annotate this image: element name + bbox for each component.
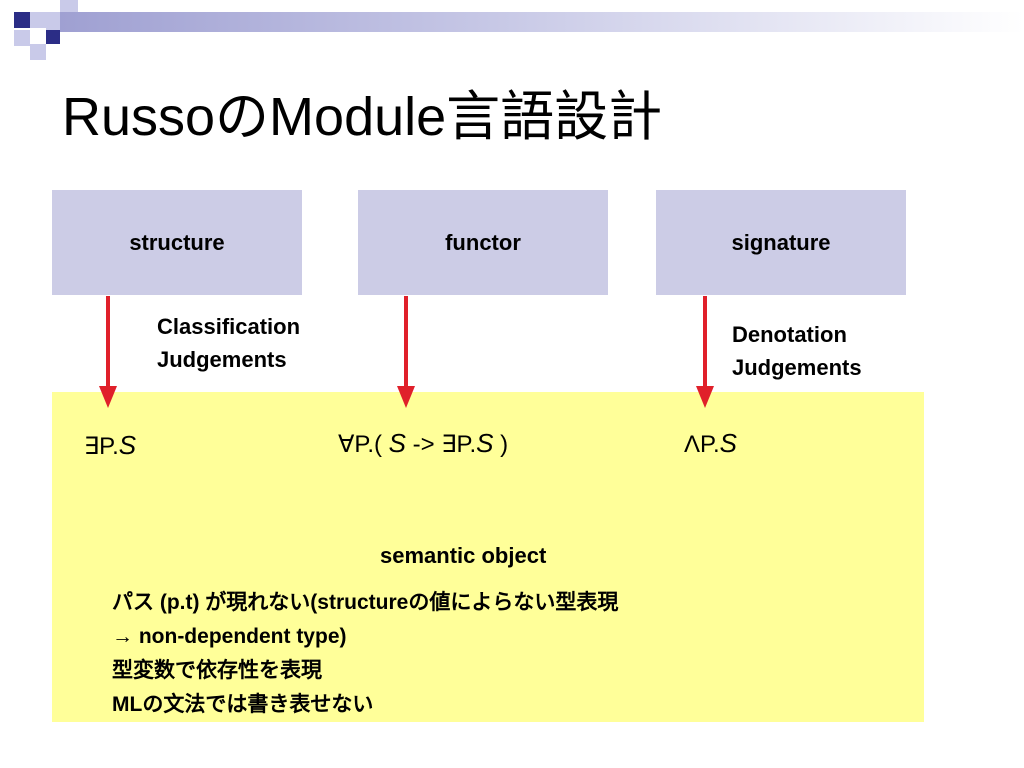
semantic-object-panel	[52, 392, 924, 722]
note-line-3: 型変数で依存性を表現	[112, 659, 322, 682]
functor-formula-mid: -> ∃P.	[406, 431, 477, 458]
corner-square-navy-1	[14, 12, 30, 28]
signature-formula: ΛP.S	[684, 428, 737, 459]
corner-square-navy-2	[46, 30, 60, 44]
classification-judgements-label: Classification Judgements	[157, 310, 300, 376]
classification-line1: Classification	[157, 314, 301, 339]
corner-square-lavender-4	[46, 12, 60, 30]
note-line-4: MLの文法では書き表せない	[112, 693, 374, 716]
corner-square-lavender-5	[30, 44, 46, 60]
functor-formula-prefix: ∀P.(	[338, 431, 382, 458]
denotation-line1: Denotation	[732, 322, 847, 347]
corner-square-lavender-2	[60, 0, 78, 12]
structure-formula: ∃P.S	[84, 430, 136, 461]
functor-formula-suffix: )	[493, 431, 509, 458]
signature-formula-prefix: ΛP.	[684, 431, 720, 458]
signature-box: signature	[656, 190, 906, 295]
header-bar	[60, 12, 1024, 32]
denotation-judgements-label: Denotation Judgements	[732, 318, 862, 384]
structure-box: structure	[52, 190, 302, 295]
signature-box-label: signature	[731, 229, 831, 255]
semantic-object-title: semantic object	[380, 543, 547, 568]
functor-box: functor	[358, 190, 608, 295]
functor-formula-var1: S	[388, 428, 407, 458]
corner-square-lavender-1	[30, 12, 46, 28]
semantic-object-notes: パス (p.t) が現れない(structureの値によらない型表現 → non…	[112, 586, 618, 722]
corner-square-lavender-3	[14, 30, 30, 46]
signature-formula-var: S	[719, 428, 737, 458]
denotation-line2: Judgements	[732, 355, 862, 380]
functor-box-label: functor	[445, 229, 521, 255]
functor-formula-var2: S	[476, 428, 494, 458]
note-line-1: パス (p.t) が現れない(structureの値によらない型表現	[112, 591, 619, 614]
structure-formula-var: S	[118, 430, 137, 460]
functor-formula: ∀P.( S -> ∃P.S )	[338, 428, 508, 459]
slide-title: RussoのModule言語設計	[62, 87, 663, 147]
classification-line2: Judgements	[157, 347, 287, 372]
structure-box-label: structure	[129, 229, 225, 255]
structure-formula-prefix: ∃P.	[84, 433, 119, 460]
note-line-2: → non-dependent type)	[112, 625, 347, 648]
